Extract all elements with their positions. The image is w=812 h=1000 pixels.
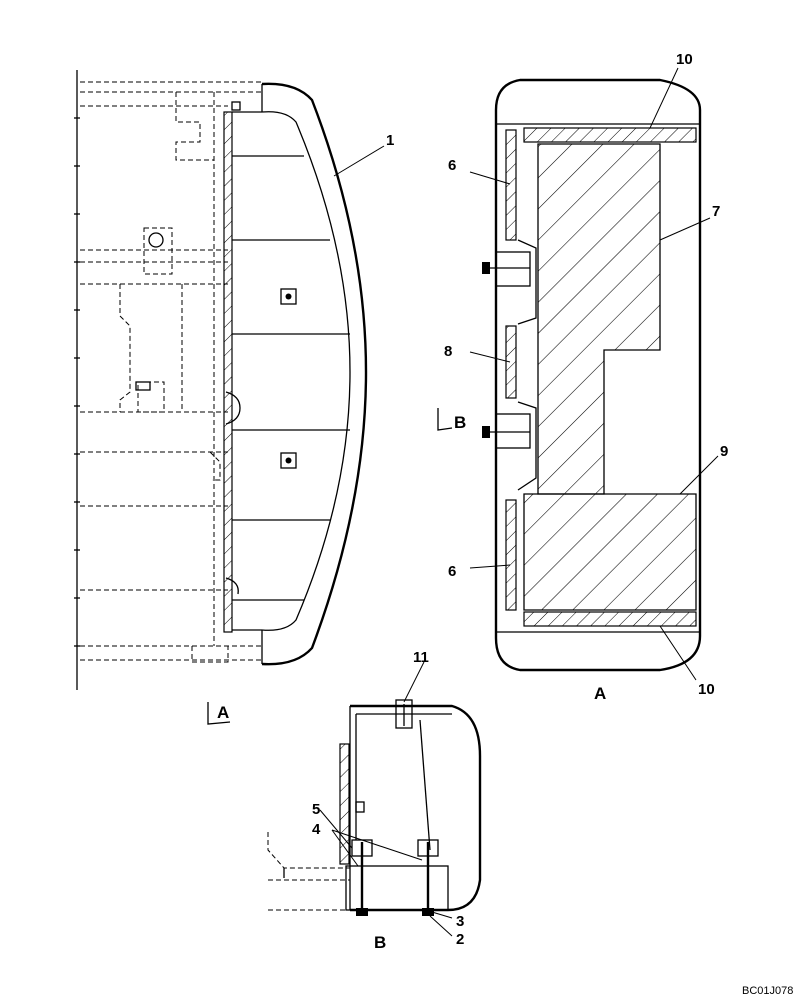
callout-1: 1 [386,132,394,149]
callout-4: 4 [312,821,321,838]
callout-5: 5 [312,801,320,818]
callout-10-top: 10 [676,51,693,68]
callout-11: 11 [413,649,429,666]
section-b-marker-letter: B [454,413,466,432]
view-b-outline [350,704,482,912]
frame-ticks [74,117,80,647]
callout-9: 9 [720,443,728,460]
section-a-marker-letter: A [217,703,229,722]
interior-ribs [232,155,350,601]
callout-10-bottom: 10 [698,681,715,698]
view-a [482,78,702,672]
section-a-marker: A [207,702,231,725]
mount-bolt-squares [280,288,297,469]
view-b-spacer [339,743,350,865]
side-bracket-lower [225,577,239,595]
leader-lines [319,67,719,937]
top-view [74,70,368,690]
drawing-reference-code: BC01J078 [742,985,793,997]
view-a-title: A [594,684,606,703]
top-plate-10 [523,127,697,143]
counterweight-inner-curve [261,111,351,631]
view-b [267,699,482,916]
counterweight-base-plate [223,111,233,633]
callout-6-upper: 6 [448,157,456,174]
counterweight-outer-curve [261,82,368,666]
spacer-6-lower [505,499,517,611]
callout-6-lower: 6 [448,563,456,580]
weight-block-7 [537,143,661,495]
callout-7: 7 [712,203,720,220]
weight-block-9 [523,493,697,611]
side-bracket-upper [225,391,241,425]
top-lifting-eye-11 [395,699,431,851]
callout-3: 3 [456,913,464,930]
view-a-outline [494,78,702,672]
callout-2: 2 [456,931,464,948]
hidden-frame-lines [80,81,262,663]
lower-bolt-bracket [482,401,537,491]
spacer-6-upper [505,129,517,241]
section-b-marker: B [437,408,466,432]
callout-numbers: 1 2 3 4 5 6 6 7 8 9 10 10 11 [312,51,728,948]
callout-8: 8 [444,343,452,360]
spacer-8 [505,325,517,399]
bottom-plate-10 [523,611,697,627]
upper-bolt-bracket [482,239,537,325]
bolt-assembly-left [351,839,373,916]
view-b-title: B [374,933,386,952]
bolt-assembly-right [417,839,439,916]
